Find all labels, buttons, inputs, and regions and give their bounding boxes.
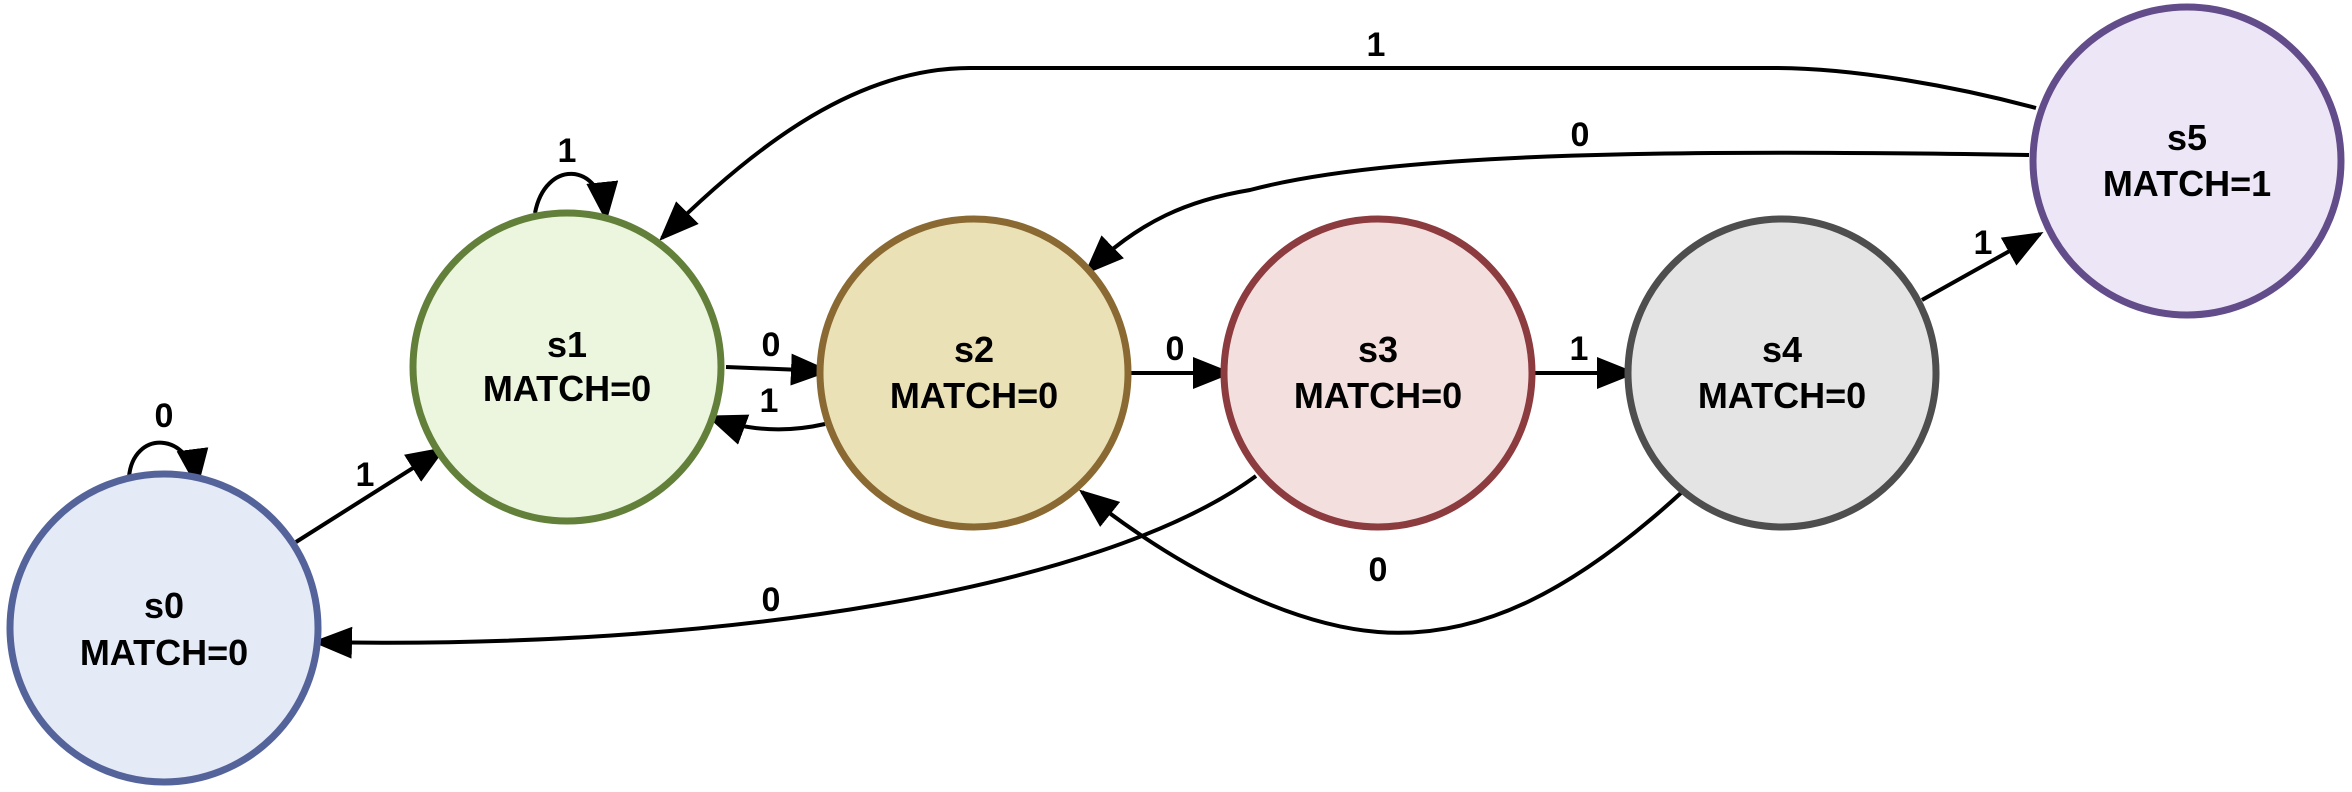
transition-label: 1: [1570, 330, 1589, 368]
transitions: [127, 66, 2044, 659]
transition-s5-s2: [1084, 150, 2030, 275]
transition-s1-s2: [725, 353, 831, 386]
transition-s0-s1: [294, 446, 447, 544]
state-circle: [6, 470, 322, 786]
state-circle: [2029, 3, 2345, 319]
state-circle: [409, 209, 725, 525]
transition-s1-s1: [533, 171, 619, 222]
state-name: s5: [2167, 117, 2207, 158]
transition-label: 1: [760, 382, 779, 420]
state-output: MATCH=1: [2103, 163, 2271, 204]
state-s3: s3 MATCH=0: [1220, 215, 1536, 531]
transition-label: 1: [356, 456, 375, 494]
transition-s0-s0: [127, 440, 209, 489]
state-name: s1: [547, 324, 587, 365]
state-output: MATCH=0: [890, 375, 1058, 416]
transition-label: 1: [1367, 26, 1386, 64]
transition-label: 0: [762, 581, 781, 619]
transition-labels: 0 1 1 0 1 0 1 0 1 0 1 0: [155, 26, 1993, 619]
transition-label: 0: [155, 397, 174, 435]
state-output: MATCH=0: [1698, 375, 1866, 416]
transition-label: 1: [1974, 224, 1993, 262]
state-s0: s0 MATCH=0: [6, 470, 322, 786]
transition-s4-s2: [1078, 489, 1684, 635]
transition-label: 0: [1571, 116, 1590, 154]
transition-label: 0: [1369, 551, 1388, 589]
transition-label: 0: [1166, 330, 1185, 368]
state-s5: s5 MATCH=1: [2029, 3, 2345, 319]
transition-s4-s5: [1921, 232, 2044, 302]
state-output: MATCH=0: [483, 368, 651, 409]
state-name: s2: [954, 329, 994, 370]
state-output: MATCH=0: [1294, 375, 1462, 416]
state-name: s0: [144, 585, 184, 626]
state-s1: s1 MATCH=0: [409, 209, 725, 525]
state-s4: s4 MATCH=0: [1624, 215, 1940, 531]
transition-label: 0: [762, 326, 781, 364]
state-circle: [816, 215, 1132, 531]
state-circle: [1624, 215, 1940, 531]
transition-s3-s0: [312, 474, 1258, 659]
state-output: MATCH=0: [80, 632, 248, 673]
state-s2: s2 MATCH=0: [816, 215, 1132, 531]
state-circle: [1220, 215, 1536, 531]
transition-s5-s1: [659, 66, 2037, 241]
state-name: s4: [1762, 329, 1802, 370]
state-name: s3: [1358, 329, 1398, 370]
transition-s2-s1: [706, 414, 826, 445]
transition-label: 1: [558, 132, 577, 170]
